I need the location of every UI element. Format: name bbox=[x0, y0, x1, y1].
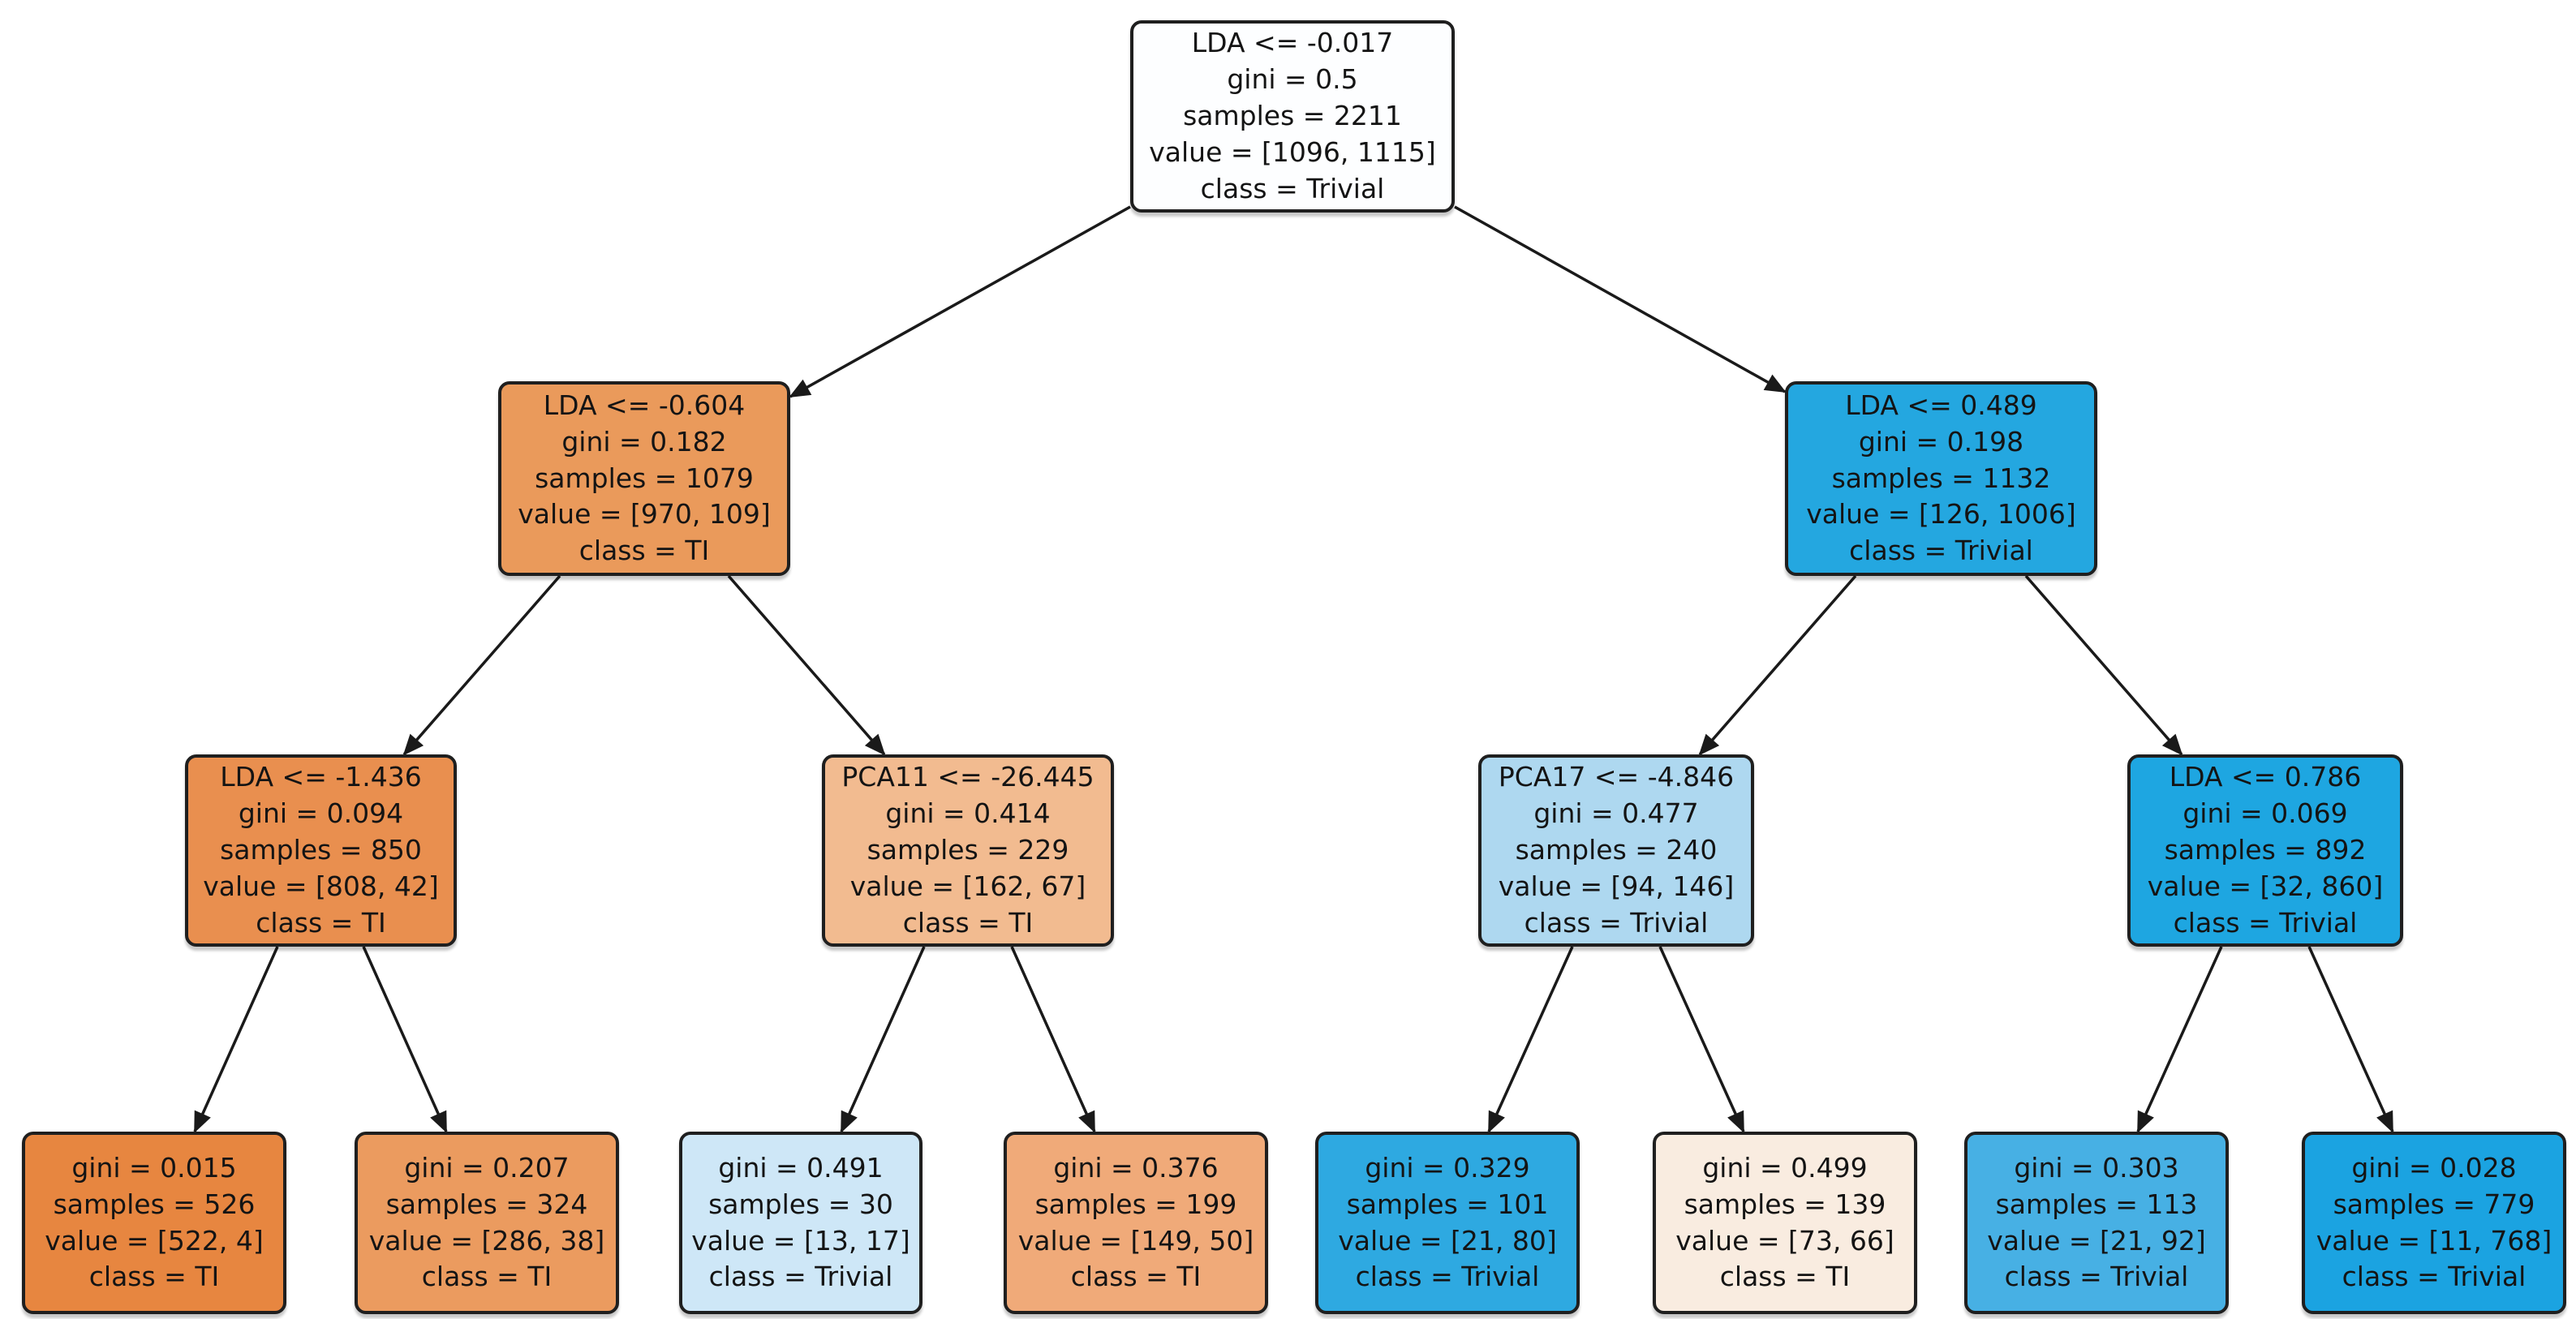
node-value: value = [13, 17] bbox=[691, 1224, 910, 1257]
edge-n3c-leaf5 bbox=[1487, 946, 1574, 1133]
node-class: class = TI bbox=[1070, 1261, 1202, 1293]
node-split-condition: LDA <= -0.604 bbox=[543, 389, 746, 421]
node-split-condition: PCA11 <= -26.445 bbox=[841, 761, 1094, 793]
node-gini: gini = 0.182 bbox=[561, 425, 727, 458]
node-value: value = [73, 66] bbox=[1675, 1224, 1894, 1257]
node-class: class = Trivial bbox=[1524, 906, 1709, 939]
edge-n3b-leaf4 bbox=[1010, 946, 1096, 1133]
node-class: class = TI bbox=[88, 1261, 220, 1293]
node-class: class = Trivial bbox=[1355, 1261, 1540, 1293]
node-class: class = Trivial bbox=[2342, 1261, 2527, 1293]
tree-node-level3-2: PCA11 <= -26.445 gini = 0.414 samples = … bbox=[822, 754, 1114, 947]
node-gini: gini = 0.5 bbox=[1227, 63, 1358, 96]
tree-node-leaf-8: gini = 0.028 samples = 779 value = [11, … bbox=[2302, 1132, 2566, 1314]
node-value: value = [126, 1006] bbox=[1806, 498, 2076, 531]
node-gini: gini = 0.329 bbox=[1365, 1151, 1530, 1184]
edge-l2l-n3a bbox=[402, 574, 561, 756]
node-class: class = TI bbox=[1719, 1261, 1851, 1293]
node-split-condition: LDA <= 0.786 bbox=[2169, 761, 2362, 793]
node-samples: samples = 1132 bbox=[1831, 462, 2051, 494]
node-gini: gini = 0.376 bbox=[1053, 1151, 1219, 1184]
node-samples: samples = 240 bbox=[1515, 834, 1718, 866]
node-samples: samples = 892 bbox=[2164, 834, 2367, 866]
tree-node-leaf-2: gini = 0.207 samples = 324 value = [286,… bbox=[355, 1132, 619, 1314]
node-gini: gini = 0.198 bbox=[1858, 425, 2024, 458]
node-class: class = Trivial bbox=[1200, 172, 1385, 204]
node-value: value = [32, 860] bbox=[2147, 870, 2384, 902]
tree-node-level2-right: LDA <= 0.489 gini = 0.198 samples = 1132… bbox=[1785, 381, 2097, 576]
node-value: value = [808, 42] bbox=[203, 870, 439, 902]
edge-n3a-leaf1 bbox=[193, 946, 279, 1133]
node-samples: samples = 101 bbox=[1346, 1188, 1549, 1220]
node-value: value = [162, 67] bbox=[849, 870, 1086, 902]
node-value: value = [522, 4] bbox=[45, 1224, 264, 1257]
edge-n3c-leaf6 bbox=[1658, 946, 1745, 1133]
edge-n3d-leaf7 bbox=[2136, 946, 2223, 1133]
tree-node-leaf-4: gini = 0.376 samples = 199 value = [149,… bbox=[1004, 1132, 1268, 1314]
node-gini: gini = 0.094 bbox=[238, 797, 404, 830]
node-gini: gini = 0.015 bbox=[71, 1151, 237, 1184]
node-class: class = Trivial bbox=[1849, 535, 2033, 567]
node-value: value = [970, 109] bbox=[518, 498, 771, 531]
node-gini: gini = 0.303 bbox=[2014, 1151, 2179, 1184]
node-samples: samples = 2211 bbox=[1183, 100, 1402, 132]
tree-node-leaf-5: gini = 0.329 samples = 101 value = [21, … bbox=[1315, 1132, 1580, 1314]
node-samples: samples = 324 bbox=[385, 1188, 588, 1220]
node-value: value = [149, 50] bbox=[1017, 1224, 1254, 1257]
node-value: value = [21, 92] bbox=[1987, 1224, 2206, 1257]
node-samples: samples = 779 bbox=[2333, 1188, 2535, 1220]
node-gini: gini = 0.477 bbox=[1533, 797, 1699, 830]
node-gini: gini = 0.491 bbox=[718, 1151, 884, 1184]
node-samples: samples = 199 bbox=[1034, 1188, 1237, 1220]
tree-node-level3-4: LDA <= 0.786 gini = 0.069 samples = 892 … bbox=[2127, 754, 2403, 947]
node-split-condition: LDA <= 0.489 bbox=[1845, 389, 2037, 421]
tree-node-leaf-3: gini = 0.491 samples = 30 value = [13, 1… bbox=[679, 1132, 922, 1314]
tree-node-leaf-6: gini = 0.499 samples = 139 value = [73, … bbox=[1653, 1132, 1917, 1314]
edge-n3b-leaf3 bbox=[840, 946, 926, 1133]
node-split-condition: LDA <= -1.436 bbox=[220, 761, 422, 793]
edge-root-right bbox=[1454, 205, 1787, 393]
node-value: value = [1096, 1115] bbox=[1149, 135, 1436, 168]
node-class: class = Trivial bbox=[708, 1261, 893, 1293]
edge-n3a-leaf2 bbox=[362, 946, 448, 1133]
node-value: value = [286, 38] bbox=[368, 1224, 605, 1257]
node-samples: samples = 526 bbox=[53, 1188, 256, 1220]
node-samples: samples = 139 bbox=[1684, 1188, 1886, 1220]
node-split-condition: PCA17 <= -4.846 bbox=[1498, 761, 1735, 793]
node-value: value = [94, 146] bbox=[1498, 870, 1735, 902]
node-class: class = TI bbox=[902, 906, 1034, 939]
node-gini: gini = 0.499 bbox=[1702, 1151, 1868, 1184]
edge-l2l-n3b bbox=[727, 574, 886, 756]
tree-node-leaf-1: gini = 0.015 samples = 526 value = [522,… bbox=[22, 1132, 286, 1314]
edge-l2r-n3c bbox=[1698, 574, 1857, 756]
tree-node-leaf-7: gini = 0.303 samples = 113 value = [21, … bbox=[1964, 1132, 2229, 1314]
node-gini: gini = 0.414 bbox=[885, 797, 1051, 830]
node-gini: gini = 0.069 bbox=[2183, 797, 2348, 830]
node-class: class = TI bbox=[256, 906, 386, 939]
node-class: class = TI bbox=[578, 535, 710, 567]
edge-l2r-n3d bbox=[2024, 574, 2183, 756]
node-gini: gini = 0.207 bbox=[404, 1151, 570, 1184]
edge-n3d-leaf8 bbox=[2307, 946, 2394, 1133]
tree-node-level3-3: PCA17 <= -4.846 gini = 0.477 samples = 2… bbox=[1478, 754, 1754, 947]
tree-node-level3-1: LDA <= -1.436 gini = 0.094 samples = 850… bbox=[185, 754, 457, 947]
tree-node-root: LDA <= -0.017 gini = 0.5 samples = 2211 … bbox=[1130, 20, 1455, 213]
node-samples: samples = 850 bbox=[220, 834, 422, 866]
edge-root-left bbox=[789, 205, 1131, 398]
node-samples: samples = 30 bbox=[708, 1188, 893, 1220]
node-class: class = Trivial bbox=[2004, 1261, 2189, 1293]
node-value: value = [21, 80] bbox=[1338, 1224, 1557, 1257]
node-class: class = TI bbox=[421, 1261, 553, 1293]
node-samples: samples = 1079 bbox=[535, 462, 754, 494]
node-split-condition: LDA <= -0.017 bbox=[1191, 27, 1394, 59]
node-samples: samples = 113 bbox=[1995, 1188, 2198, 1220]
node-class: class = Trivial bbox=[2173, 906, 2358, 939]
node-value: value = [11, 768] bbox=[2316, 1224, 2552, 1257]
node-samples: samples = 229 bbox=[867, 834, 1069, 866]
tree-node-level2-left: LDA <= -0.604 gini = 0.182 samples = 107… bbox=[498, 381, 790, 576]
node-gini: gini = 0.028 bbox=[2351, 1151, 2517, 1184]
